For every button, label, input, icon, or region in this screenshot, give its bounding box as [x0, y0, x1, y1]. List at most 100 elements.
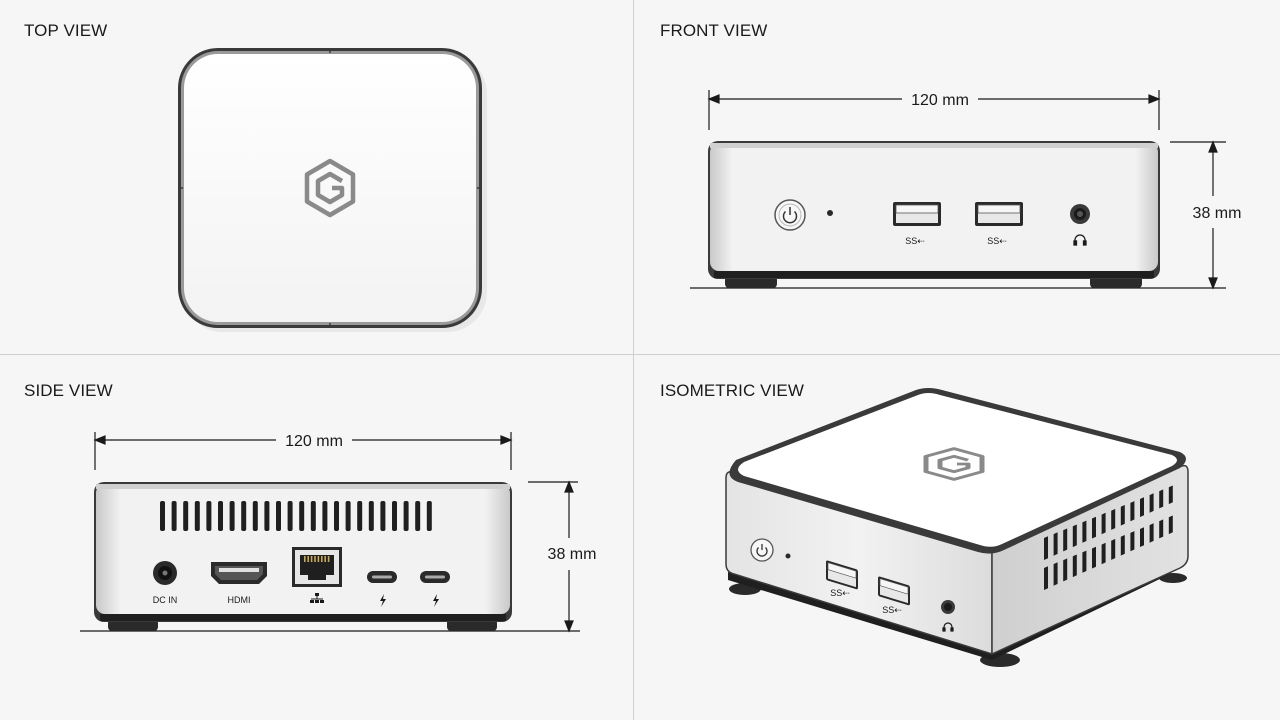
- usb-port-2: [975, 202, 1023, 226]
- vent-slot: [1159, 489, 1164, 509]
- rj45-pin: [310, 556, 313, 562]
- vent-slot: [299, 501, 305, 531]
- logo-icon: [304, 158, 356, 218]
- side-view-title: SIDE VIEW: [24, 381, 113, 400]
- thunderbolt-icon: [380, 594, 386, 607]
- rj45-pin: [304, 556, 306, 562]
- front-view-drawing: 120 mm 38 mm: [690, 90, 1242, 290]
- iso-side-face: [991, 464, 1189, 656]
- top-view-drawing: [178, 48, 487, 332]
- usb-port-1: [826, 560, 858, 590]
- dc-in-port: [153, 561, 177, 585]
- vent-slot: [264, 501, 270, 531]
- vent-slot: [160, 501, 165, 531]
- top-view-title: TOP VIEW: [24, 21, 108, 40]
- vent-slot: [1101, 512, 1106, 535]
- vent-slot: [276, 501, 281, 531]
- vent-slot: [1111, 508, 1116, 530]
- front-view-panel: FRONT VIEW 120 mm 38 mm: [640, 0, 1280, 360]
- horizontal-divider: [0, 354, 1280, 355]
- vent-slot: [1044, 536, 1048, 560]
- isometric-view-drawing: SS⇠ SS⇠: [725, 388, 1189, 667]
- led-indicator: [785, 553, 791, 559]
- top-face: [184, 54, 476, 322]
- vent-slot: [252, 501, 258, 531]
- vent-slot: [357, 501, 363, 531]
- usb-port-2: [878, 576, 910, 606]
- side-view-drawing: 120 mm 38 mm DC IN: [80, 432, 597, 633]
- vent-slot: [415, 501, 421, 531]
- vent-slot: [1159, 519, 1164, 539]
- vent-slot: [218, 501, 223, 531]
- vent-slot: [1149, 493, 1154, 513]
- thunderbolt-icon: [433, 594, 439, 607]
- vent-slot: [368, 501, 374, 531]
- vent-slot: [229, 501, 235, 531]
- vent-slot: [392, 501, 397, 531]
- vent-slot: [194, 501, 200, 531]
- vent-slot: [1082, 550, 1087, 573]
- rj45-pin: [321, 556, 323, 562]
- usb-c-port-1: [367, 571, 397, 583]
- vent-slot: [403, 501, 409, 531]
- side-width-label: 120 mm: [285, 433, 343, 450]
- side-width-dimension: [93, 432, 513, 470]
- usb-port-1: [893, 202, 941, 226]
- side-height-label: 38 mm: [548, 546, 597, 563]
- led-indicator: [827, 210, 833, 216]
- usb-ss-icon: SS⇠: [882, 605, 902, 615]
- vent-slot: [1092, 546, 1096, 569]
- isometric-view-title: ISOMETRIC VIEW: [660, 381, 805, 400]
- audio-jack: [1070, 204, 1090, 224]
- rj45-pin: [314, 556, 316, 562]
- vent-slot: [380, 501, 386, 531]
- vent-slot: [206, 501, 212, 531]
- vent-slot: [1092, 516, 1096, 539]
- network-icon: [310, 593, 324, 603]
- rj45-pin: [327, 556, 330, 562]
- usb-ss-icon: SS⇠: [987, 236, 1007, 246]
- vent-slot: [1140, 497, 1144, 517]
- vent-slot: [1140, 527, 1144, 547]
- vent-slot: [322, 501, 328, 531]
- vent-slot: [1130, 501, 1135, 522]
- vent-slot: [183, 501, 189, 531]
- side-view-panel: SIDE VIEW 120 mm 38 mm: [0, 360, 640, 720]
- vent-slot: [1063, 528, 1068, 552]
- usb-ss-icon: SS⇠: [905, 236, 925, 246]
- vent-slot: [1063, 558, 1068, 582]
- usb-c-port-2: [420, 571, 450, 583]
- usb-ss-icon: SS⇠: [830, 588, 850, 598]
- vent-slot: [1168, 485, 1173, 505]
- vent-slot: [1082, 520, 1087, 543]
- vent-slot: [1072, 524, 1077, 548]
- vertical-divider: [633, 0, 634, 720]
- vent-slot: [1101, 542, 1106, 565]
- rj45-pin: [324, 556, 326, 562]
- vent-slot: [1072, 554, 1077, 578]
- vent-slot: [1053, 562, 1058, 586]
- vent-slot: [1130, 531, 1135, 552]
- logo-icon: [923, 447, 985, 481]
- vent-slot: [1053, 532, 1058, 556]
- rj45-pin: [307, 556, 309, 562]
- power-button-icon: [750, 538, 774, 562]
- vent-slot: [1120, 535, 1125, 556]
- side-height-dimension: [80, 480, 580, 633]
- vent-slot: [310, 501, 316, 531]
- vent-slot: [1149, 523, 1154, 543]
- hdmi-port: [211, 562, 267, 584]
- vent-slot: [1044, 566, 1048, 590]
- vent-grille: [160, 501, 432, 531]
- audio-jack: [941, 600, 955, 614]
- hdmi-label: HDMI: [228, 595, 251, 605]
- vent-slot: [1120, 505, 1125, 526]
- rj45-pin: [317, 556, 320, 562]
- front-height-label: 38 mm: [1193, 205, 1242, 222]
- top-view-panel: TOP VIEW: [0, 0, 640, 360]
- headphone-icon: [1073, 234, 1087, 246]
- ethernet-port: [292, 547, 342, 587]
- front-view-title: FRONT VIEW: [660, 21, 768, 40]
- vent-slot: [1111, 538, 1116, 560]
- vent-slot: [171, 501, 177, 531]
